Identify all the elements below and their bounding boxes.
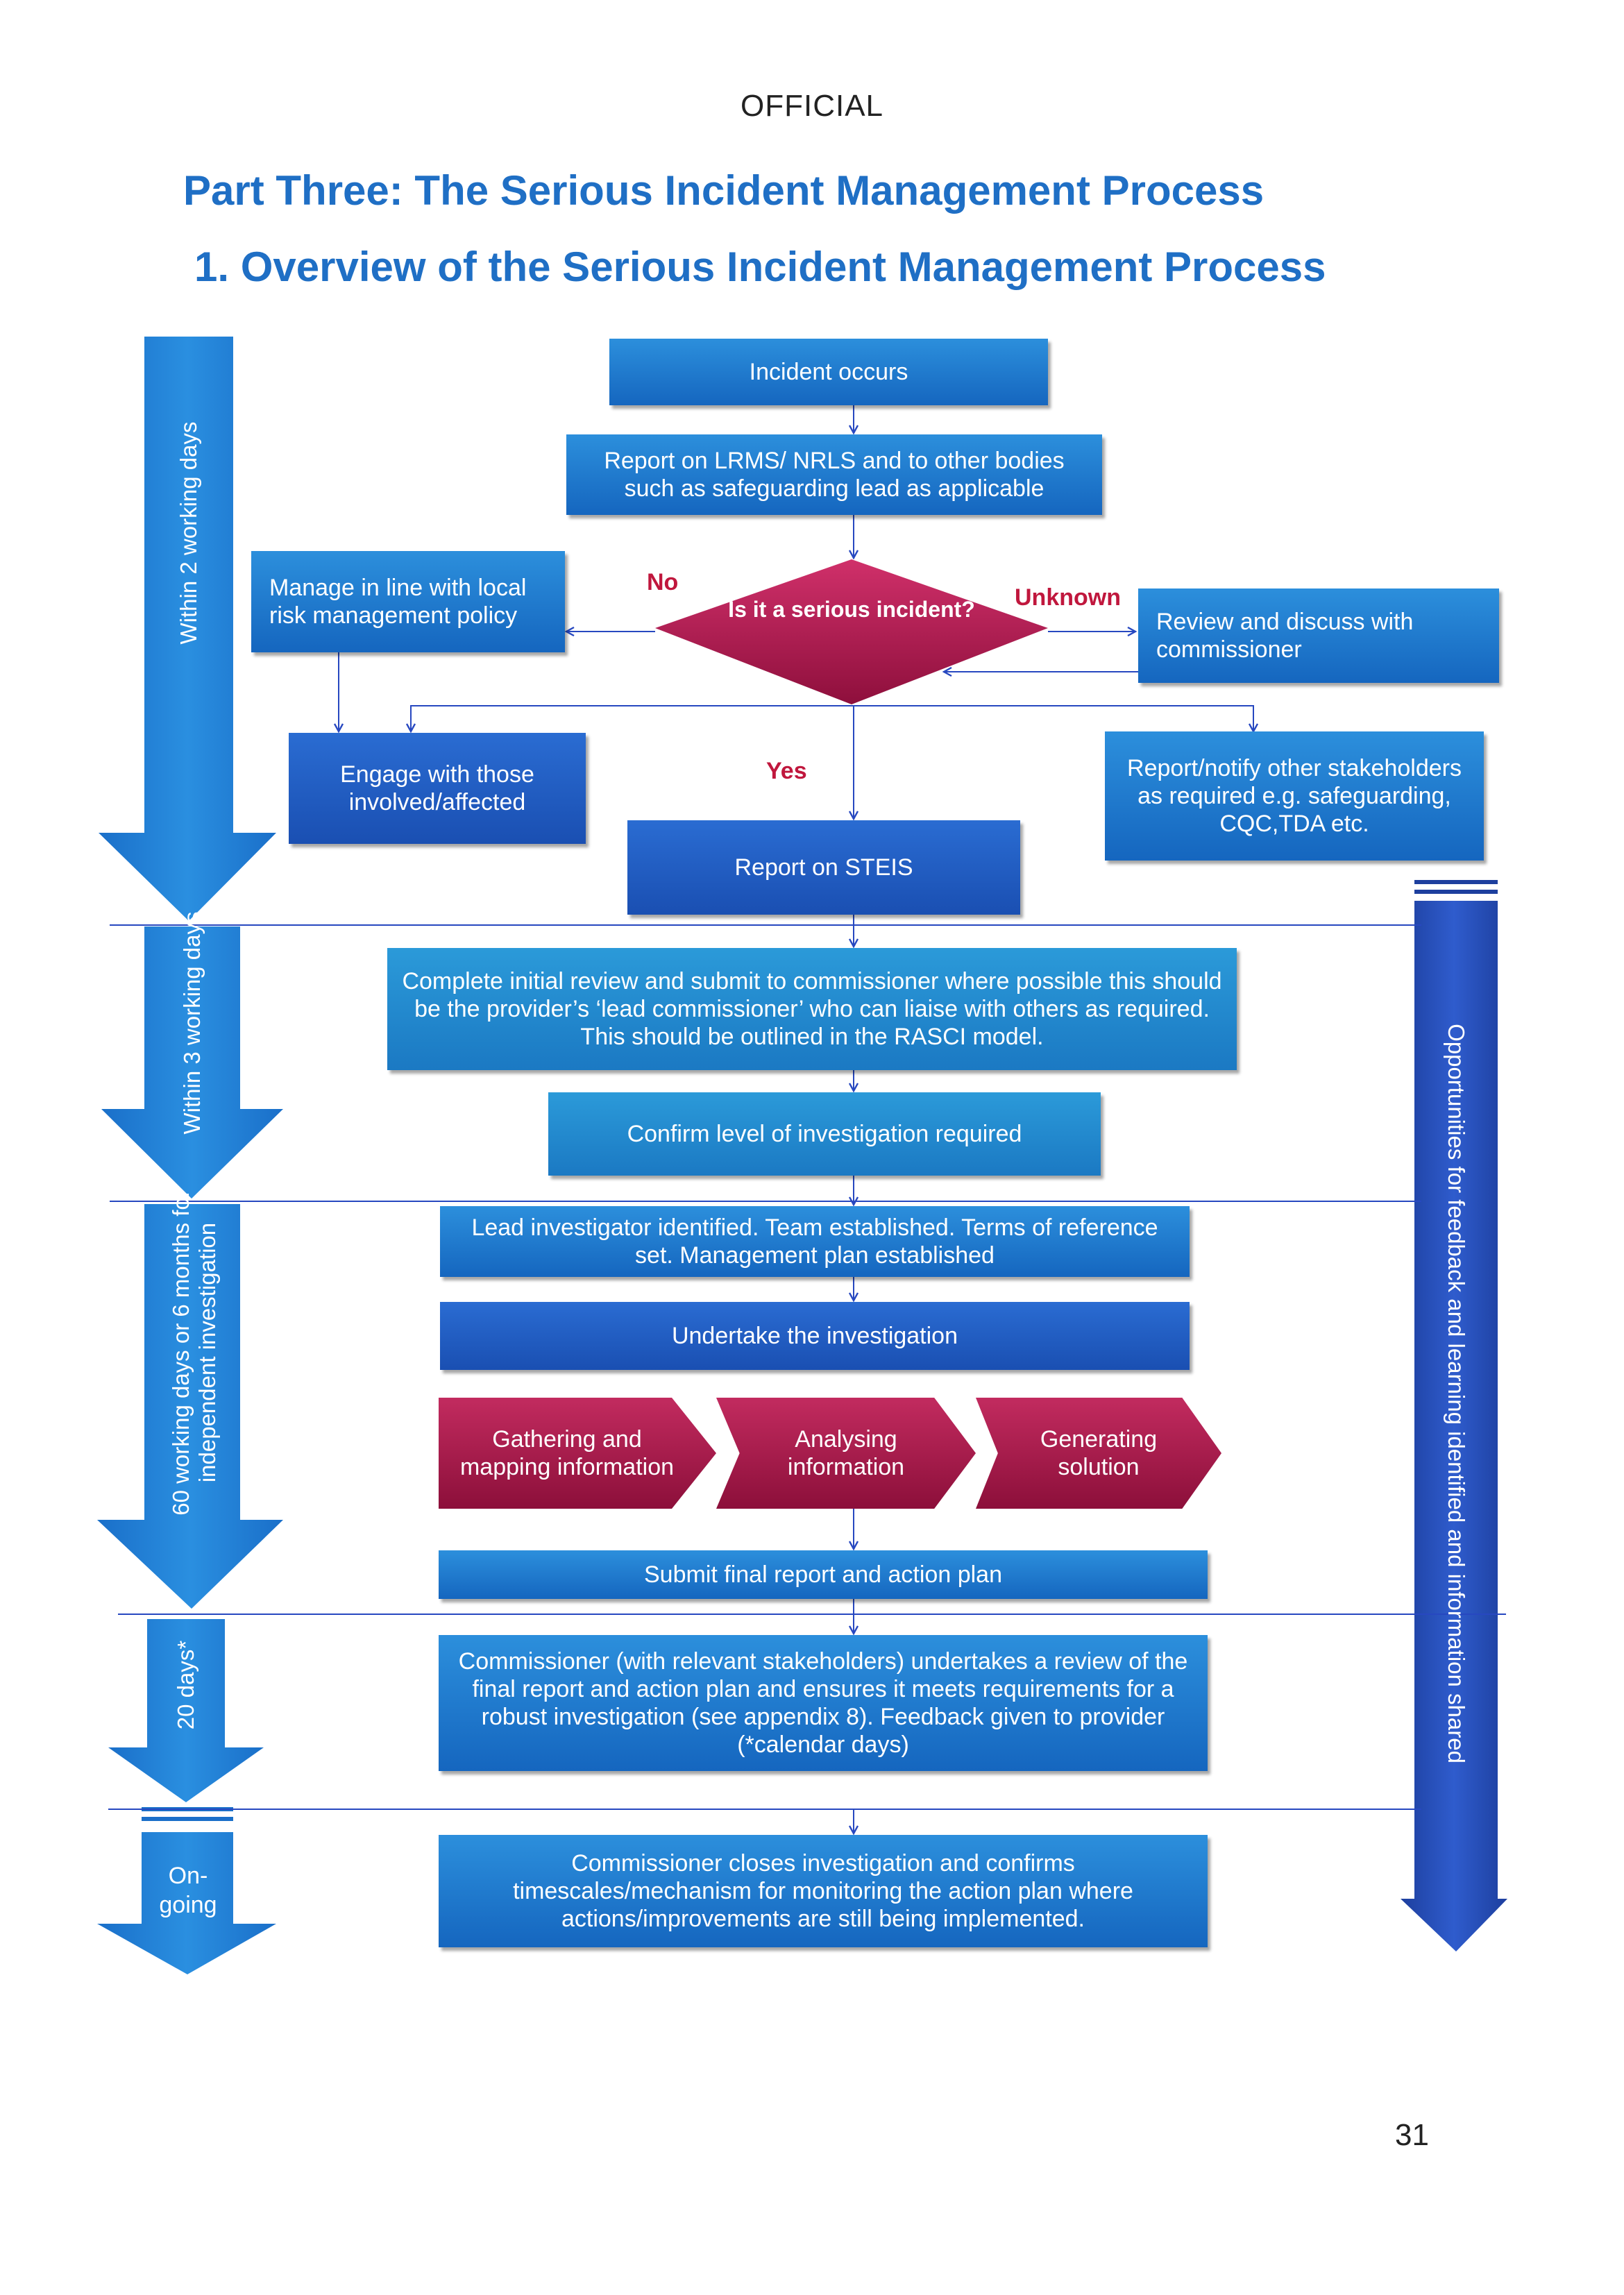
timeline-arrow-stage2 — [101, 926, 283, 1199]
box-undertake-investigation: Undertake the investigation — [440, 1302, 1190, 1370]
decision-label: Is it a serious incident? — [728, 597, 975, 622]
box-report-steis: Report on STEIS — [627, 820, 1020, 915]
classification-marking: OFFICIAL — [740, 89, 884, 123]
box-report-notify: Report/notify other stakeholders as requ… — [1105, 731, 1484, 861]
step-gathering-information: Gathering and mapping information — [439, 1398, 716, 1509]
step-analysing-information: Analysing information — [716, 1398, 976, 1509]
timeline-arrow-stage1 — [99, 337, 276, 921]
timeline-arrow-stage5 — [97, 1832, 276, 1974]
part-heading: Part Three: The Serious Incident Managem… — [183, 167, 1264, 214]
timeline-label-stage5: On-going — [159, 1863, 217, 1918]
timeline-arrow-stage4 — [108, 1619, 264, 1802]
box-submit-final-report: Submit final report and action plan — [439, 1550, 1208, 1599]
label-unknown: Unknown — [1015, 584, 1121, 611]
stage-separator-lines — [108, 924, 1506, 1810]
label-no: No — [647, 569, 679, 595]
timeline-label-stage2: Within 3 working days — [179, 911, 205, 1135]
box-commissioner-review: Commissioner (with relevant stakeholders… — [439, 1635, 1208, 1771]
box-commissioner-closes: Commissioner closes investigation and co… — [439, 1835, 1208, 1947]
box-initial-review: Complete initial review and submit to co… — [387, 948, 1237, 1070]
timeline-label-stage3: 60 working days or 6 months for independ… — [168, 1189, 220, 1516]
timeline-label-stage1: Within 2 working days — [176, 421, 201, 645]
feedback-side-label: Opportunities for feedback and learning … — [1444, 1024, 1469, 1763]
page-number: 31 — [1395, 2118, 1429, 2152]
box-report-lrms: Report on LRMS/ NRLS and to other bodies… — [566, 434, 1102, 515]
step-generating-solution: Generating solution — [976, 1398, 1221, 1509]
box-confirm-level: Confirm level of investigation required — [548, 1092, 1101, 1176]
section-heading: 1. Overview of the Serious Incident Mana… — [194, 244, 1326, 290]
box-review-discuss: Review and discuss with commissioner — [1138, 588, 1499, 683]
label-yes: Yes — [766, 758, 807, 784]
feedback-side-arrow — [1401, 901, 1507, 1951]
timeline-arrow-stage3 — [97, 1204, 283, 1609]
box-incident-occurs: Incident occurs — [609, 339, 1048, 405]
box-lead-investigator: Lead investigator identified. Team estab… — [440, 1206, 1190, 1277]
box-manage-local-policy: Manage in line with local risk managemen… — [251, 551, 565, 652]
timeline-label-stage4: 20 days* — [173, 1640, 198, 1730]
box-engage-involved: Engage with those involved/affected — [289, 733, 586, 844]
decision-diamond — [655, 559, 1048, 704]
